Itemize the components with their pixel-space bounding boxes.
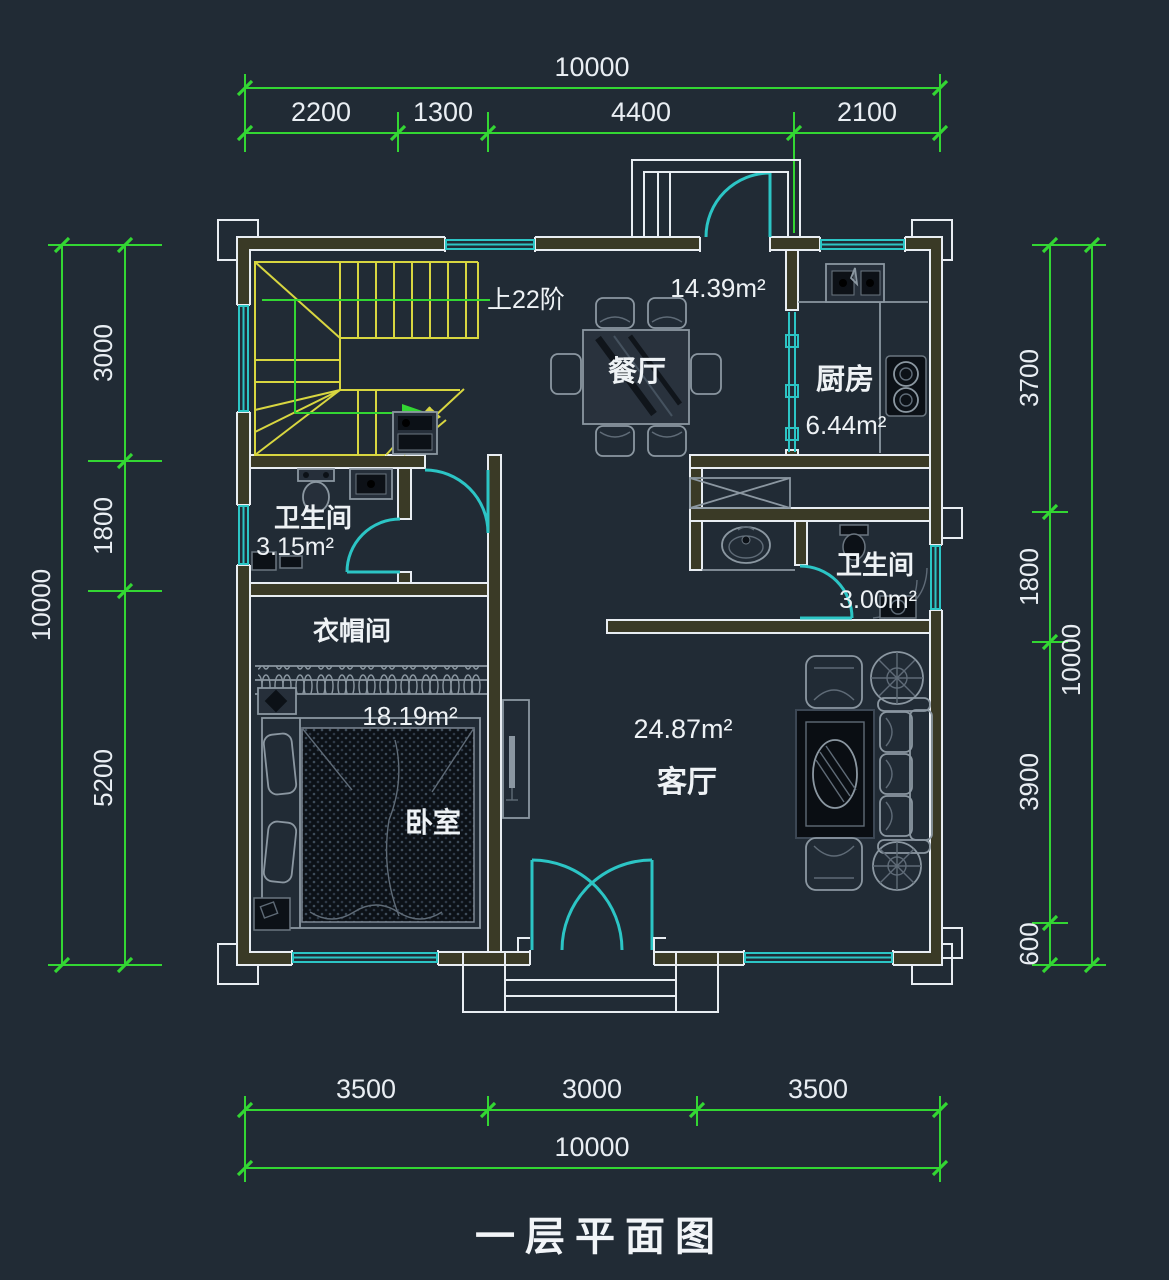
window-stair-left: [238, 305, 249, 412]
dining-area: 14.39m²: [670, 273, 766, 303]
dimension-layer: 10000 2200 1300 4400 2100 10000 3000 180…: [26, 52, 1106, 1182]
kitchen-sliding-door: [785, 312, 799, 452]
bedroom-area: 18.19m²: [362, 701, 458, 731]
dim-top-seg-0: 2200: [291, 97, 351, 127]
bath-left-name: 卫生间: [274, 503, 352, 533]
dim-right-seg-0: 3700: [1014, 349, 1044, 407]
dim-top-seg-3: 2100: [837, 97, 897, 127]
dim-bottom-seg-0: 3500: [336, 1074, 396, 1104]
bath-left-area: 3.15m²: [256, 533, 334, 561]
doors: [345, 171, 854, 951]
tv-cabinet: [502, 699, 530, 819]
dim-right-seg-1: 1800: [1014, 548, 1044, 606]
porch-bottom-steps: [462, 937, 719, 1013]
dim-left-overall: 10000: [26, 569, 56, 641]
washbasin: [721, 526, 771, 564]
stairs-note: 上22阶: [487, 286, 565, 314]
dim-top-seg-1: 1300: [413, 97, 473, 127]
kitchen-name: 厨房: [816, 363, 874, 396]
bath-left-fixtures: [251, 468, 393, 571]
window-bath-left: [238, 505, 249, 565]
dim-right-seg-2: 3900: [1014, 753, 1044, 811]
plant-bottom: [872, 841, 922, 891]
stair-appliance: [392, 411, 438, 455]
window-living-bottom: [744, 952, 893, 963]
dim-right-seg-3: 600: [1014, 922, 1044, 965]
dim-bottom-seg-2: 3500: [788, 1074, 848, 1104]
window-bath-right: [930, 545, 941, 610]
living-name: 客厅: [657, 765, 717, 799]
entry-double-door-bottom: [530, 858, 654, 951]
kitchen-fixtures: [798, 263, 928, 453]
dining-name: 餐厅: [608, 355, 666, 388]
bath-right-door: [799, 564, 854, 620]
window-bedroom-bottom: [292, 952, 438, 963]
closet-name: 衣帽间: [313, 616, 391, 646]
dim-bottom-seg-1: 3000: [562, 1074, 622, 1104]
hallway-door: [424, 468, 490, 534]
bedroom-furniture: [253, 687, 481, 931]
dining-table-set: [550, 297, 722, 457]
room-labels: 上22阶 14.39m² 餐厅 厨房 6.44m² 卫生间 3.15m² 衣帽间…: [256, 273, 917, 838]
drawing-title: 一层平面图: [475, 1215, 725, 1259]
dim-top-overall: 10000: [554, 52, 629, 82]
kitchen-area: 6.44m²: [806, 410, 887, 440]
window-top-left: [445, 239, 535, 250]
dim-right-overall: 10000: [1056, 624, 1086, 696]
bath-right-fixtures: [839, 524, 928, 619]
dim-left-seg-0: 3000: [88, 324, 118, 382]
bath-right-area: 3.00m²: [839, 586, 917, 614]
entry-cabinet: [689, 477, 791, 509]
dim-top-seg-2: 4400: [611, 97, 671, 127]
windows: [238, 239, 941, 963]
bath-right-name: 卫生间: [836, 550, 914, 580]
window-kitchen: [820, 239, 905, 250]
dim-left-seg-2: 5200: [88, 749, 118, 807]
living-area: 24.87m²: [633, 714, 732, 744]
porch-top: [631, 159, 801, 237]
bedroom-name: 卧室: [405, 806, 461, 838]
bath-left-door: [345, 517, 401, 574]
dim-left-seg-1: 1800: [88, 497, 118, 555]
plant-top: [870, 651, 924, 705]
living-room-furniture: [795, 651, 933, 891]
dim-bottom-overall: 10000: [554, 1132, 629, 1162]
entry-door-top: [704, 171, 772, 238]
